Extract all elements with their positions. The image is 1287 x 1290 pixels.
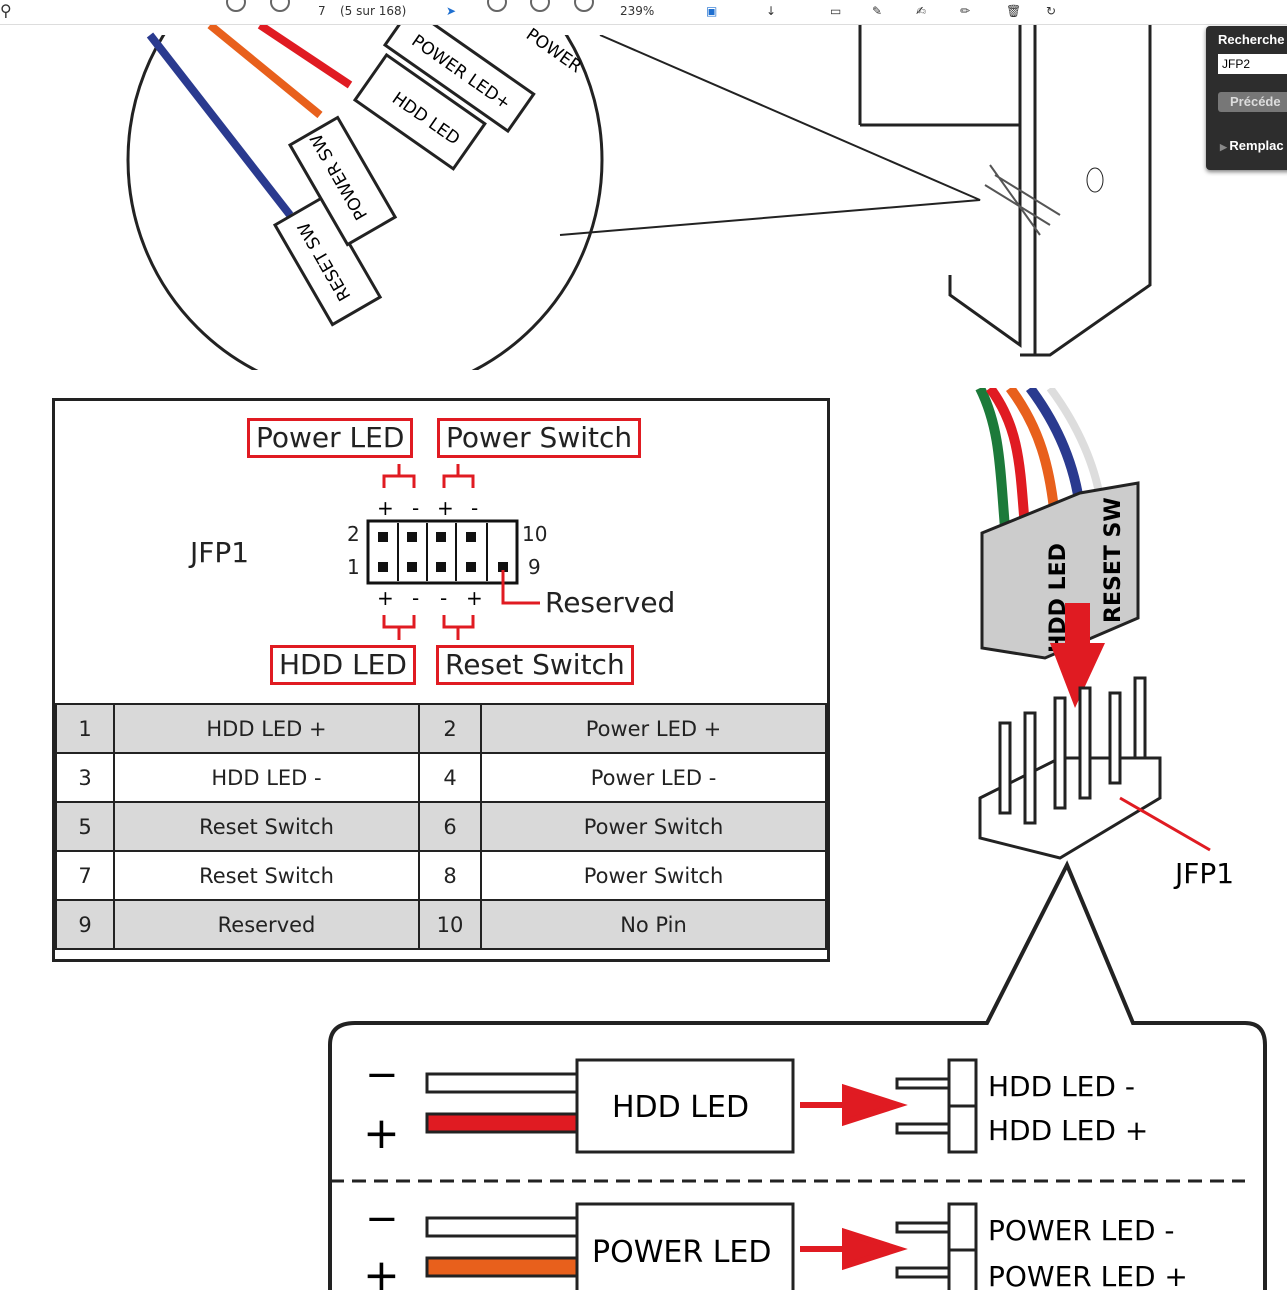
jfp1-label: JFP1 — [190, 536, 250, 569]
header-pins: +- +- +- -+ — [366, 464, 540, 640]
svg-text:-: - — [412, 586, 419, 610]
pin-number: 4 — [418, 752, 482, 803]
pin-number: 8 — [418, 850, 482, 901]
svg-text:+: + — [363, 1250, 400, 1290]
pin-number: 3 — [55, 752, 115, 803]
pin-definition: Power Switch — [480, 801, 827, 852]
page-count: (5 sur 168) — [340, 4, 407, 18]
svg-text:-: - — [440, 586, 447, 610]
fit-page-icon[interactable]: ▣ — [706, 4, 718, 18]
hand-tool-icon[interactable] — [487, 0, 507, 12]
svg-text:+: + — [466, 586, 483, 610]
pin-2-label: 2 — [347, 522, 360, 546]
reset-switch-label: Reset Switch — [436, 645, 634, 685]
reserved-label: Reserved — [545, 586, 676, 619]
svg-text:−: − — [365, 1196, 399, 1242]
svg-text:JFP1: JFP1 — [1173, 857, 1234, 890]
highlight-icon[interactable]: ✎ — [872, 4, 883, 18]
power-switch-label: Power Switch — [437, 418, 642, 458]
pin-definition: Reserved — [113, 899, 420, 950]
pin-number: 10 — [418, 899, 482, 950]
find-title: Recherche — [1218, 32, 1285, 47]
svg-text:+: + — [363, 1108, 400, 1159]
svg-text:-: - — [471, 496, 478, 520]
pin-9-label: 9 — [528, 555, 541, 579]
find-panel: Recherche Précéde ▶ Remplac — [1206, 26, 1287, 170]
pin-10-label: 10 — [522, 522, 548, 546]
draw-icon[interactable]: ✏ — [960, 4, 971, 18]
replace-label: Remplac — [1229, 138, 1284, 153]
pin-definition: Power LED + — [480, 703, 827, 754]
svg-text:+: + — [437, 496, 454, 520]
comment-icon[interactable]: ▭ — [830, 4, 842, 18]
pin-definition: HDD LED + — [113, 703, 420, 754]
pin-1-label: 1 — [347, 555, 360, 579]
delete-icon[interactable]: 🗑 — [1006, 4, 1022, 18]
pin-definition: HDD LED - — [113, 752, 420, 803]
svg-text:+: + — [377, 586, 394, 610]
search-icon[interactable]: ⚲ — [0, 1, 12, 20]
connector-illustration: HDD LED RESET SW JFP1 — [975, 388, 1234, 890]
page-input[interactable]: 7 — [318, 4, 326, 18]
sign-icon[interactable]: ✍ — [916, 4, 927, 18]
pin-number: 1 — [55, 703, 115, 754]
pin-number: 9 — [55, 899, 115, 950]
page-up-icon[interactable] — [226, 0, 246, 12]
pin-definition: Power Switch — [480, 850, 827, 901]
pin-definition: Reset Switch — [113, 801, 420, 852]
power-sw-connector: POWER SW — [287, 115, 398, 247]
svg-text:HDD LED: HDD LED — [612, 1090, 749, 1125]
expand-icon: ▶ — [1220, 142, 1230, 152]
zoom-in-icon[interactable] — [574, 0, 594, 12]
find-input[interactable] — [1218, 54, 1287, 74]
pin-number: 5 — [55, 801, 115, 852]
pin-number: 7 — [55, 850, 115, 901]
svg-text:-: - — [412, 496, 419, 520]
pin-number: 6 — [418, 801, 482, 852]
detail-callout: − + HDD LED HDD LED - HDD LED + − + POWER L… — [328, 860, 1267, 1290]
page-down-icon[interactable] — [270, 0, 290, 12]
previous-button[interactable]: Précéde — [1218, 92, 1287, 112]
pinout-diagram — [52, 398, 830, 962]
svg-text:RESET SW: RESET SW — [1101, 497, 1126, 623]
pin-number: 2 — [418, 703, 482, 754]
pin-definition: No Pin — [480, 899, 827, 950]
svg-text:HDD LED +: HDD LED + — [988, 1114, 1148, 1147]
zoom-select[interactable]: 239% — [620, 4, 655, 18]
rotate-icon[interactable]: ↻ — [1046, 4, 1057, 18]
case-illustration: RESET SW POWER SW HDD LED POWER LED+ POW… — [0, 25, 1152, 370]
pdf-toolbar: ⚲ 7 (5 sur 168) ➤ 239% ▣ ↓ ▭ ✎ ✍ ✏ 🗑 ↻ — [0, 0, 1287, 25]
power-led-label: Power LED — [247, 418, 414, 458]
zoom-out-icon[interactable] — [530, 0, 550, 12]
svg-text:POWER LED: POWER LED — [592, 1235, 771, 1270]
svg-text:−: − — [365, 1052, 399, 1098]
pin-definition: Power LED - — [480, 752, 827, 803]
svg-text:HDD LED -: HDD LED - — [988, 1070, 1135, 1103]
replace-toggle[interactable]: ▶ Remplac — [1220, 138, 1284, 153]
download-icon[interactable]: ↓ — [766, 4, 777, 18]
select-tool-icon[interactable]: ➤ — [446, 4, 457, 18]
svg-text:POWER LED -: POWER LED - — [988, 1214, 1175, 1247]
svg-text:POWER LED +: POWER LED + — [988, 1260, 1188, 1290]
pin-definition: Reset Switch — [113, 850, 420, 901]
svg-text:+: + — [377, 496, 394, 520]
hdd-led-label: HDD LED — [270, 645, 416, 685]
